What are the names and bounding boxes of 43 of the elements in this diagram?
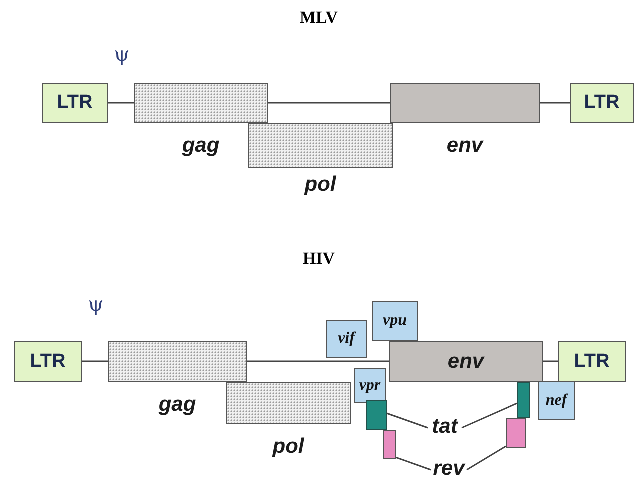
leader-line <box>386 412 428 429</box>
exon-box <box>517 382 530 418</box>
gene-label: env <box>446 135 485 156</box>
ltr-label: LTR <box>30 350 66 372</box>
psi-symbol: ψ <box>113 42 131 66</box>
gene-box <box>389 341 543 382</box>
psi-symbol: ψ <box>87 292 105 316</box>
genome-line <box>540 102 570 104</box>
genome-line <box>268 102 390 104</box>
genome-line <box>82 360 108 362</box>
accessory-gene-box <box>538 381 575 420</box>
gene-label: pol <box>303 174 338 195</box>
accessory-gene-box <box>354 368 386 403</box>
ltr-label: LTR <box>57 92 93 114</box>
genome-line <box>108 102 134 104</box>
leader-line <box>466 446 506 471</box>
ltr-label: LTR <box>574 350 610 372</box>
ltr-box <box>570 83 634 123</box>
accessory-gene-box <box>372 301 418 341</box>
gene-label: env <box>448 350 484 374</box>
ltr-box <box>14 341 82 382</box>
section-title: HIV <box>302 249 336 269</box>
leader-line <box>396 456 432 471</box>
gene-label: tat <box>428 412 462 440</box>
gene-label: pol <box>271 436 306 457</box>
ltr-box <box>558 341 626 382</box>
section-title: MLV <box>298 8 340 28</box>
exon-box <box>366 400 387 430</box>
ltr-box <box>42 83 108 123</box>
genome-line <box>543 360 558 362</box>
gene-label: vif <box>338 330 355 348</box>
genome-line <box>247 360 389 362</box>
exon-box <box>383 430 396 459</box>
leader-line <box>462 402 518 429</box>
accessory-gene-box <box>326 320 367 358</box>
gene-label: gag <box>158 394 198 415</box>
gene-label: gag <box>181 135 221 156</box>
ltr-label: LTR <box>584 92 620 114</box>
gene-label: vpr <box>359 376 381 394</box>
gene-label: vpu <box>383 312 407 330</box>
exon-box <box>506 418 526 448</box>
gene-label: rev <box>431 455 467 481</box>
gene-label: nef <box>546 392 568 410</box>
